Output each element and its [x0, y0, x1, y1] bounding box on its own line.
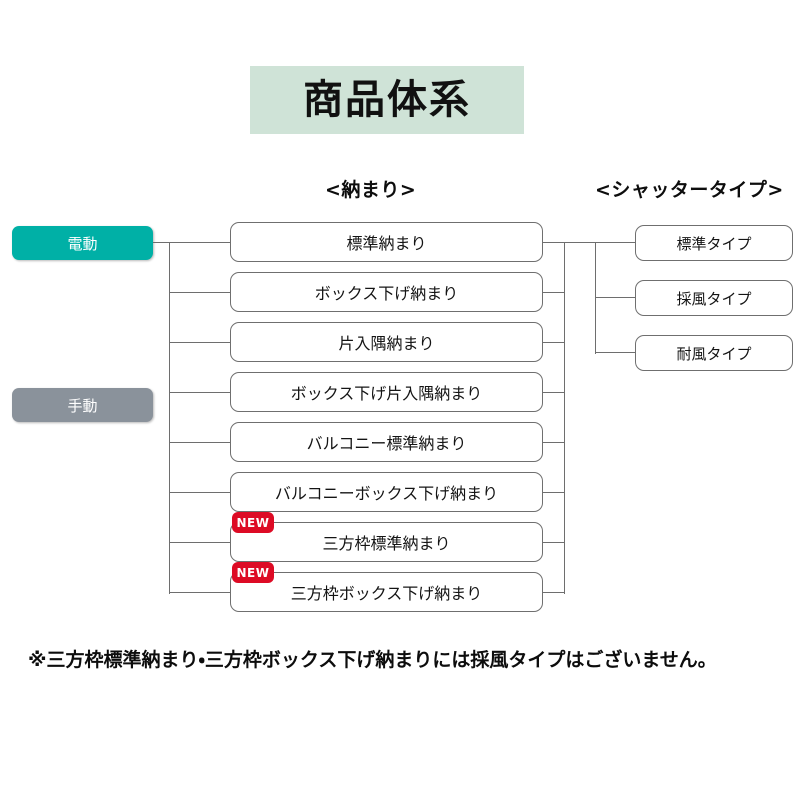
connector-shutter-branch-3 — [595, 352, 635, 354]
shutter-type-node-2-label: 採風タイプ — [676, 289, 752, 308]
new-badge-osamari-node-8: NEW — [232, 562, 274, 583]
osamari-node-1-label: 標準納まり — [346, 234, 427, 253]
connector-right-branch-8 — [543, 592, 565, 594]
connector-left-branch-5 — [169, 442, 230, 444]
osamari-node-4-label: ボックス下げ片入隅納まり — [290, 384, 483, 403]
connector-dendou-stem — [153, 242, 170, 244]
footnote: ※三方枠標準納まり・三方枠ボックス下げ納まりには採風タイプはございません。 — [28, 649, 717, 671]
osamari-node-5[interactable]: バルコニー標準納まり — [230, 422, 543, 462]
column-header-osamari: <納まり> — [325, 179, 417, 201]
osamari-node-8-label: 三方枠ボックス下げ納まり — [290, 584, 483, 603]
osamari-node-3-label: 片入隅納まり — [338, 334, 435, 353]
connector-right-branch-7 — [543, 542, 565, 544]
connector-left-branch-1 — [169, 242, 230, 244]
connector-right-branch-3 — [543, 342, 565, 344]
osamari-node-3[interactable]: 片入隅納まり — [230, 322, 543, 362]
connector-left-branch-2 — [169, 292, 230, 294]
column-header-shutter-type: <シャッタータイプ> — [595, 179, 784, 201]
connector-left-trunk — [169, 242, 171, 594]
connector-right-branch-2 — [543, 292, 565, 294]
new-badge-label: NEW — [236, 565, 270, 580]
osamari-node-4[interactable]: ボックス下げ片入隅納まり — [230, 372, 543, 412]
osamari-node-7-label: 三方枠標準納まり — [322, 534, 451, 553]
connector-left-branch-7 — [169, 542, 230, 544]
connector-right-branch-4 — [543, 392, 565, 394]
connector-shutter-branch-2 — [595, 297, 635, 299]
page-title-band: 商品体系 — [250, 66, 524, 134]
connector-shutter-bridge — [564, 242, 616, 244]
osamari-node-6-label: バルコニーボックス下げ納まり — [274, 484, 499, 503]
connector-right-branch-6 — [543, 492, 565, 494]
shutter-type-node-1-label: 標準タイプ — [676, 234, 752, 253]
osamari-node-7[interactable]: 三方枠標準納まり — [230, 522, 543, 562]
shutter-type-node-3[interactable]: 耐風タイプ — [635, 335, 793, 371]
osamari-node-5-label: バルコニー標準納まり — [306, 434, 467, 453]
osamari-node-2-label: ボックス下げ納まり — [314, 284, 459, 303]
connector-right-branch-1 — [543, 242, 565, 244]
shutter-type-node-2[interactable]: 採風タイプ — [635, 280, 793, 316]
drive-option-dendou[interactable]: 電動 — [12, 226, 153, 260]
connector-left-branch-8 — [169, 592, 230, 594]
new-badge-osamari-node-7: NEW — [232, 512, 274, 533]
connector-left-branch-3 — [169, 342, 230, 344]
drive-option-dendou-label: 電動 — [67, 234, 98, 253]
connector-right-branch-5 — [543, 442, 565, 444]
drive-option-shudou-label: 手動 — [67, 396, 98, 415]
shutter-type-node-1[interactable]: 標準タイプ — [635, 225, 793, 261]
page-title: 商品体系 — [303, 77, 471, 123]
osamari-node-2[interactable]: ボックス下げ納まり — [230, 272, 543, 312]
connector-left-branch-6 — [169, 492, 230, 494]
connector-shutter-branch-1 — [595, 242, 635, 244]
drive-option-shudou[interactable]: 手動 — [12, 388, 153, 422]
osamari-node-8[interactable]: 三方枠ボックス下げ納まり — [230, 572, 543, 612]
shutter-type-node-3-label: 耐風タイプ — [676, 344, 752, 363]
osamari-node-1[interactable]: 標準納まり — [230, 222, 543, 262]
new-badge-label: NEW — [236, 515, 270, 530]
connector-left-branch-4 — [169, 392, 230, 394]
osamari-node-6[interactable]: バルコニーボックス下げ納まり — [230, 472, 543, 512]
connector-right-trunk — [564, 242, 566, 594]
